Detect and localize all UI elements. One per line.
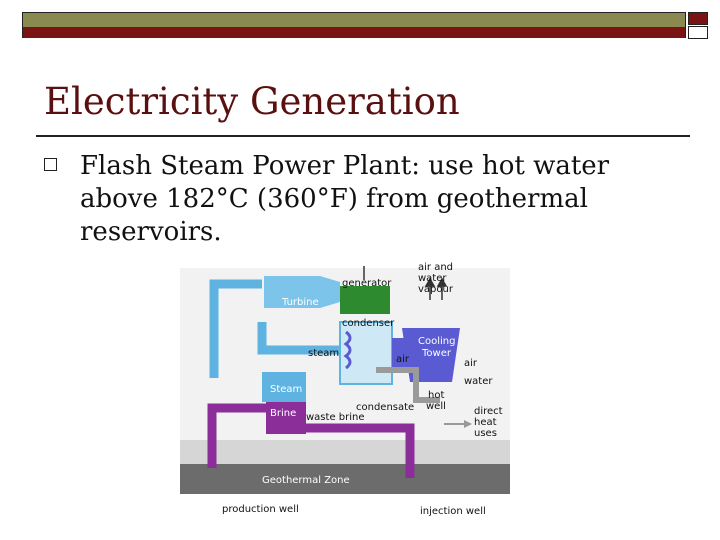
corner-box-maroon (688, 12, 708, 25)
label-hot-well-2: well (426, 401, 446, 412)
up-arrow-icon (436, 277, 448, 287)
label-air-left: air (396, 354, 410, 365)
steam-pipe-left (209, 279, 262, 378)
turbine-cone (320, 276, 340, 308)
label-brine-box: Brine (270, 408, 296, 419)
label-steam-pipe: steam (308, 348, 339, 359)
label-steam-box: Steam (270, 384, 302, 395)
label-production-well: production well (222, 504, 299, 515)
steam-separator-box (262, 372, 306, 402)
title-underline (36, 135, 690, 137)
label-water: water (464, 376, 493, 387)
generator-box (340, 286, 390, 314)
label-cooling-tower-1: Cooling (418, 336, 455, 347)
air-vapour-arrows (424, 277, 448, 300)
top-decorative-bar (22, 12, 686, 38)
label-hot-well-1: hot (428, 390, 444, 401)
corner-box-white (688, 26, 708, 39)
label-cooling-tower-2: Tower (421, 348, 452, 359)
label-air-vapour-3: vapour (418, 284, 454, 295)
geothermal-zone-band (180, 464, 510, 494)
label-air-vapour-1: air and (418, 262, 453, 273)
hot-well-pipe (376, 367, 440, 403)
label-condensate: condensate (356, 402, 414, 413)
brine-box (266, 402, 306, 434)
cooling-tower-side (392, 338, 412, 372)
condenser-coil (343, 330, 352, 370)
right-arrow-icon (464, 420, 472, 428)
waste-brine-pipe (306, 423, 415, 478)
brine-loop (207, 403, 415, 478)
ground-band (180, 440, 510, 464)
top-bar-olive-stripe (23, 13, 685, 27)
slide-title: Electricity Generation (44, 80, 460, 123)
label-air-right: air (464, 358, 478, 369)
label-direct-heat-3: uses (474, 428, 497, 439)
label-air-vapour-2: water (418, 273, 447, 284)
bullet-text: Flash Steam Power Plant: use hot water a… (80, 151, 610, 247)
turbine-body (264, 276, 320, 308)
label-generator: generator (342, 278, 392, 289)
bullet-square-icon (44, 158, 57, 171)
label-injection-well: injection well (420, 506, 486, 517)
top-bar-maroon-stripe (23, 27, 685, 38)
label-condenser: condenser (342, 318, 395, 329)
steam-pipe-to-condenser (257, 322, 340, 355)
steam-loop (209, 279, 340, 378)
label-geothermal-zone: Geothermal Zone (262, 475, 350, 486)
production-pipe (207, 403, 266, 468)
label-waste-brine: waste brine (306, 412, 365, 423)
up-arrow-icon (424, 277, 436, 287)
label-direct-heat-2: heat (474, 417, 497, 428)
label-direct-heat-1: direct (474, 406, 503, 417)
label-turbine: Turbine (281, 297, 319, 308)
